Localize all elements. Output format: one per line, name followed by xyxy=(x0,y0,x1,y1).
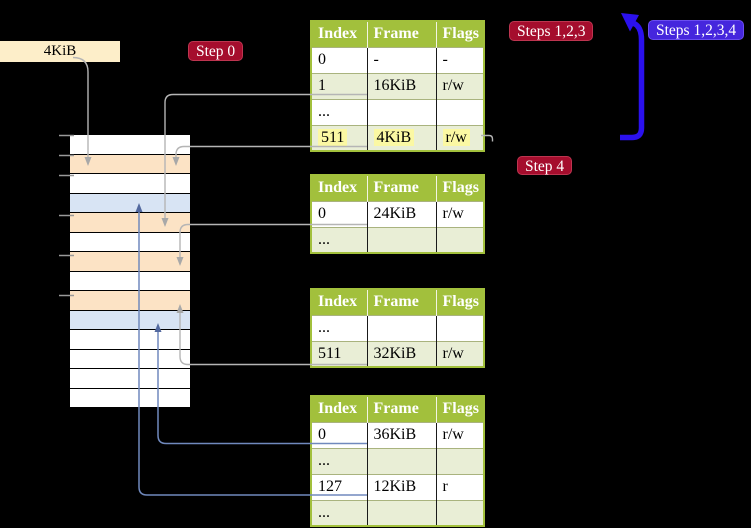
memory-row xyxy=(70,252,190,272)
step0-badge: Step 0 xyxy=(188,41,244,61)
cell-frame: 16KiB xyxy=(366,72,436,99)
header-frame: Frame xyxy=(366,396,436,422)
table-header-row: Index Frame Flags xyxy=(311,289,484,315)
cell-flags xyxy=(435,98,484,125)
memory-row xyxy=(70,232,190,252)
cell-index: 0 xyxy=(311,421,367,448)
header-frame: Frame xyxy=(366,175,436,201)
cell-flags: r/w xyxy=(435,200,484,227)
cell-index: 511 xyxy=(311,124,367,151)
memory-row xyxy=(70,154,190,174)
cell-index: ... xyxy=(311,98,367,125)
header-flags: Flags xyxy=(435,396,484,422)
steps1234-badge: Steps 1,2,3,4 xyxy=(648,20,745,40)
table-row: ... xyxy=(311,226,484,253)
cell-frame: 24KiB xyxy=(366,200,436,227)
table-row-highlighted: 511 4KiB r/w xyxy=(311,124,484,151)
cell-flags xyxy=(435,226,484,253)
memory-row xyxy=(70,135,190,155)
cell-index: ... xyxy=(311,314,367,341)
steps123-badge: Steps 1,2,3 xyxy=(509,21,594,41)
memory-row xyxy=(70,271,190,291)
cell-frame xyxy=(366,226,436,253)
cell-flags xyxy=(435,447,484,474)
cell-index: ... xyxy=(311,447,367,474)
header-frame: Frame xyxy=(366,21,436,47)
cell-flags: r/w xyxy=(435,421,484,448)
memory-row xyxy=(70,330,190,350)
table-row: 0 - - xyxy=(311,46,484,73)
table-header-row: Index Frame Flags xyxy=(311,396,484,422)
cell-index: 1 xyxy=(311,72,367,99)
cell-flags: r/w xyxy=(435,72,484,99)
cell-index: 0 xyxy=(311,46,367,73)
header-flags: Flags xyxy=(435,175,484,201)
cell-frame: 12KiB xyxy=(366,473,436,500)
header-index: Index xyxy=(311,175,367,201)
table-row: ... xyxy=(311,98,484,125)
header-frame: Frame xyxy=(366,289,436,315)
table-row: 127 12KiB r xyxy=(311,473,484,500)
cell-frame xyxy=(366,314,436,341)
cell-flags: r/w xyxy=(435,124,484,151)
cell-index: 127 xyxy=(311,473,367,500)
step4-badge: Step 4 xyxy=(517,156,573,175)
header-flags: Flags xyxy=(435,21,484,47)
cell-frame: 36KiB xyxy=(366,421,436,448)
memory-row xyxy=(70,310,190,330)
header-index: Index xyxy=(311,396,367,422)
cell-index: ... xyxy=(311,226,367,253)
page-table-4: Index Frame Flags 0 36KiB r/w ... 127 12… xyxy=(310,395,485,527)
table-row: 0 36KiB r/w xyxy=(311,421,484,448)
cell-frame: 4KiB xyxy=(366,124,436,151)
cell-flags: - xyxy=(435,46,484,73)
memory-row xyxy=(70,349,190,369)
page-table-1: Index Frame Flags 0 - - 1 16KiB r/w ... … xyxy=(310,20,485,152)
highlight: 511 xyxy=(318,128,348,146)
table-header-row: Index Frame Flags xyxy=(311,175,484,201)
cell-flags xyxy=(435,499,484,526)
table-row: ... xyxy=(311,447,484,474)
cell-index: ... xyxy=(311,499,367,526)
table-row: 1 16KiB r/w xyxy=(311,72,484,99)
highlight: r/w xyxy=(442,128,470,146)
memory-row xyxy=(70,291,190,311)
table-header-row: Index Frame Flags xyxy=(311,21,484,47)
big-steps-arrow xyxy=(620,13,645,141)
big-steps-arrow-head xyxy=(621,13,639,32)
page-table-3: Index Frame Flags ... 511 32KiB r/w xyxy=(310,288,485,368)
cell-frame xyxy=(366,447,436,474)
memory-row xyxy=(70,213,190,233)
table-row: ... xyxy=(311,499,484,526)
page-table-2: Index Frame Flags 0 24KiB r/w ... xyxy=(310,174,485,254)
table-row: 511 32KiB r/w xyxy=(311,340,484,367)
cell-flags: r/w xyxy=(435,340,484,367)
cell-index: 511 xyxy=(311,340,367,367)
header-index: Index xyxy=(311,289,367,315)
cell-frame: - xyxy=(366,46,436,73)
table-row: ... xyxy=(311,314,484,341)
memory-row xyxy=(70,369,190,389)
header-index: Index xyxy=(311,21,367,47)
memory-row xyxy=(70,193,190,213)
header-flags: Flags xyxy=(435,289,484,315)
cell-index: 0 xyxy=(311,200,367,227)
highlight: 4KiB xyxy=(373,128,415,146)
cell-flags: r xyxy=(435,473,484,500)
cell-frame xyxy=(366,499,436,526)
memory-row xyxy=(70,388,190,408)
cell-frame xyxy=(366,98,436,125)
table-row: 0 24KiB r/w xyxy=(311,200,484,227)
cell-frame: 32KiB xyxy=(366,340,436,367)
memory-row xyxy=(70,174,190,194)
physical-memory-stack xyxy=(70,135,190,408)
frame-size-label: 4KiB xyxy=(0,41,120,62)
big-steps-arrow-shaft xyxy=(620,20,645,141)
cell-flags xyxy=(435,314,484,341)
